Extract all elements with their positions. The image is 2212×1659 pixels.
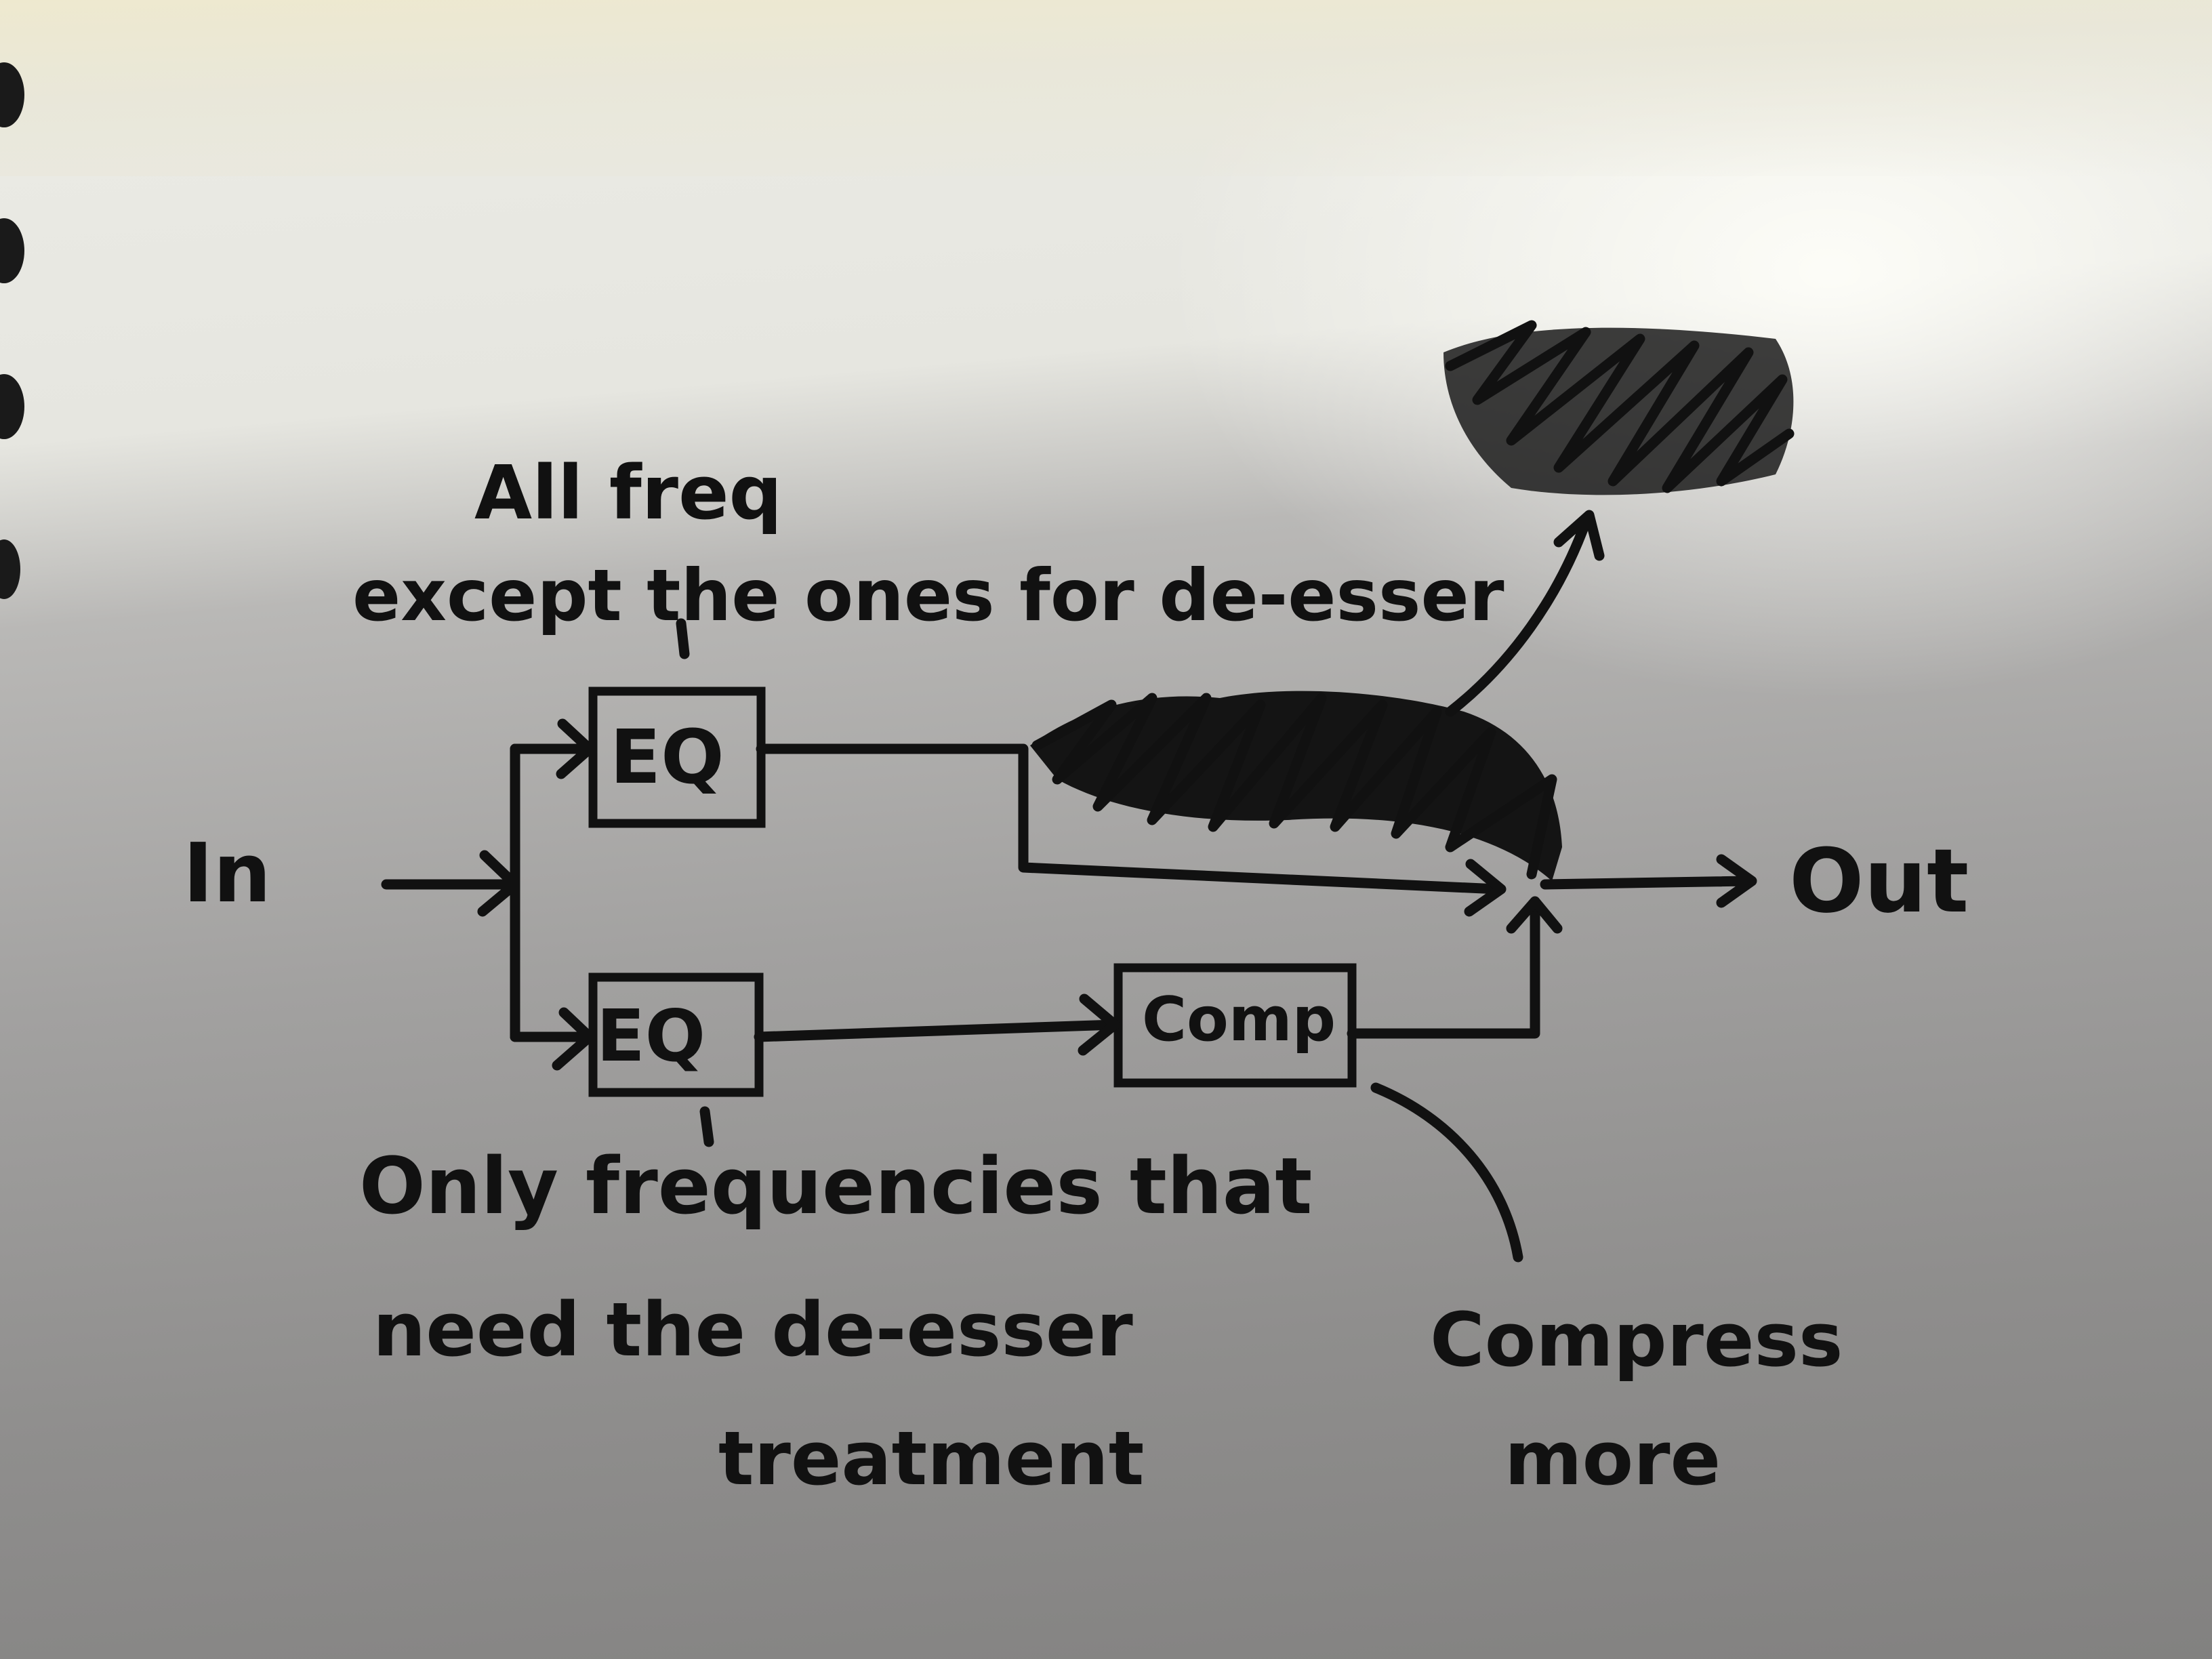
binding-hole [0, 539, 20, 599]
top-path-arrowhead [1464, 859, 1507, 917]
top-note-line2: except the ones for de-esser [352, 554, 1504, 637]
comp-output-arrowhead [1506, 896, 1563, 934]
comp-note-line2: more [1504, 1415, 1721, 1502]
output-arrow [1540, 854, 1757, 908]
comp-note-line1: Compress [1430, 1296, 1843, 1383]
scribbled-out-block [1030, 691, 1562, 881]
paper-edge-shadow [0, 0, 2212, 176]
input-arrow [381, 850, 520, 917]
bottom-path-arrowhead [1078, 994, 1120, 1056]
binding-hole [0, 218, 24, 283]
top-note-connector [676, 618, 690, 659]
comp-note-connector [1370, 1082, 1523, 1263]
top-path-line [756, 743, 1503, 895]
bottom-note-line2: need the de-esser [373, 1286, 1133, 1373]
bottom-eq-label: EQ [596, 995, 705, 1078]
output-label: Out [1789, 830, 1969, 933]
bottom-note-connector [699, 1106, 714, 1147]
top-eq-label: EQ [610, 714, 724, 800]
bottom-path-line [754, 1019, 1120, 1042]
comp-label: Comp [1142, 984, 1336, 1055]
arrow-to-bottom-eq [510, 1007, 595, 1071]
bottom-note-line3: treatment [718, 1415, 1144, 1502]
input-label: In [183, 827, 271, 921]
top-note-line1: All freq [474, 449, 782, 536]
arrow-to-scribbled-note [1445, 510, 1605, 717]
arrow-to-top-eq [510, 718, 595, 779]
scribbled-note [1443, 320, 1795, 495]
bottom-note-line1: Only frequencies that [359, 1141, 1312, 1232]
comp-output-line [1347, 899, 1540, 1039]
binding-hole [0, 374, 24, 439]
binding-hole [0, 62, 24, 127]
top-eq-box [588, 687, 766, 828]
